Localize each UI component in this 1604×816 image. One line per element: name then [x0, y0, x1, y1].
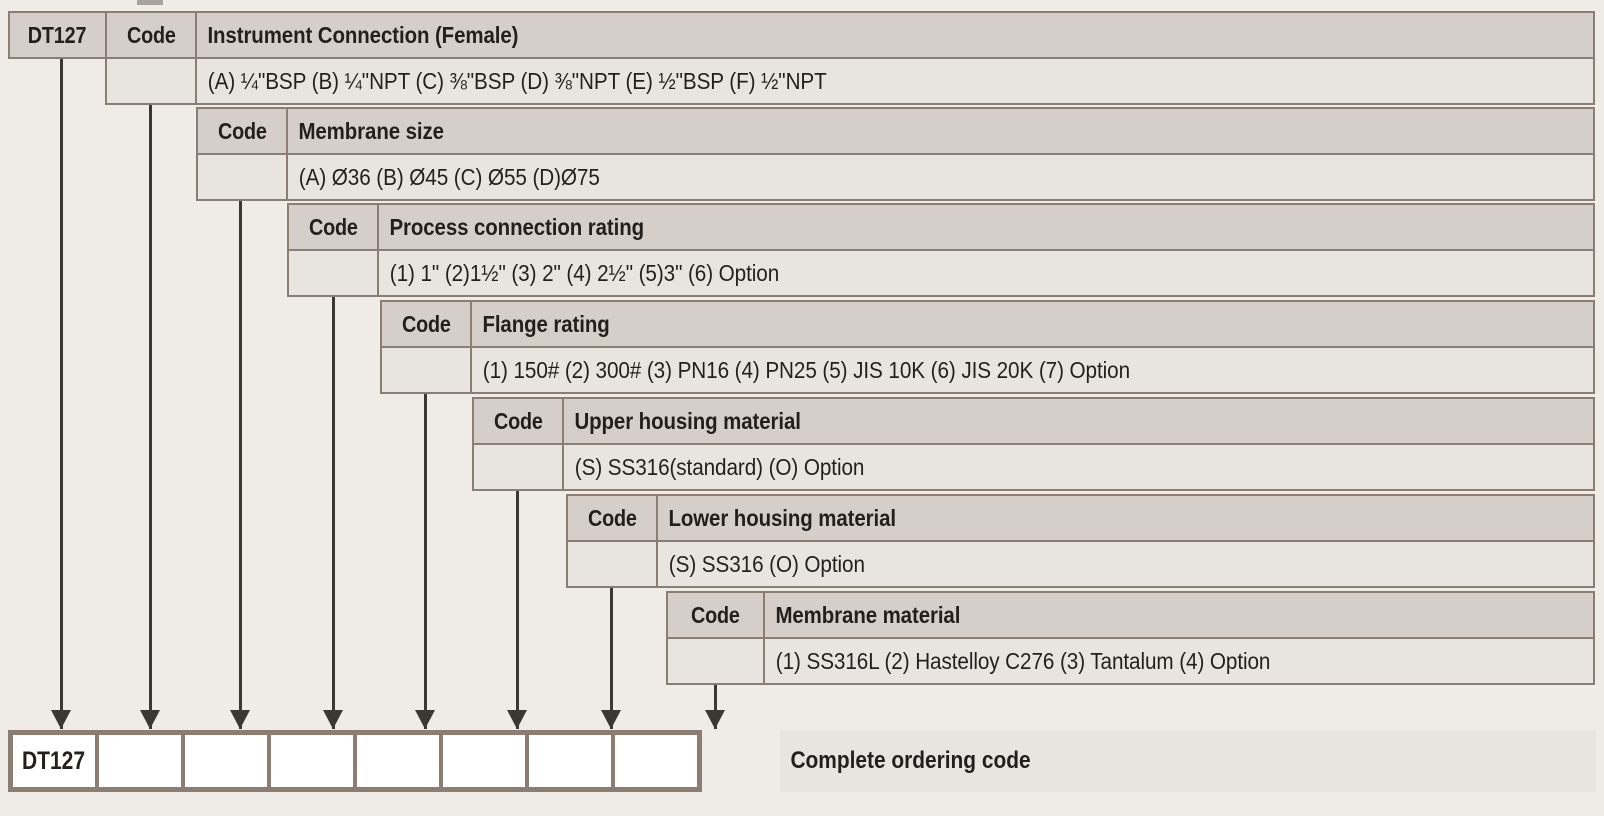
category-title-level-5: Upper housing material: [562, 397, 1595, 445]
ordering-code-bar: DT127: [8, 730, 702, 792]
connector-line-2: [149, 105, 152, 729]
connector-line-3: [239, 201, 242, 729]
model-code-label: DT127: [28, 21, 87, 48]
code-blank-level-1: [105, 57, 197, 105]
code-header-level-1: Code: [105, 11, 197, 59]
category-title-text-3: Process connection rating: [389, 213, 645, 240]
code-label-7: Code: [691, 601, 740, 628]
code-blank-level-7: [666, 637, 765, 685]
connector-line-5: [424, 394, 427, 729]
category-title-text-2: Membrane size: [298, 117, 444, 144]
code-blank-level-2: [196, 153, 288, 201]
options-row-level-1: (A) ¼"BSP (B) ¼"NPT (C) ⅜"BSP (D) ⅜"NPT …: [195, 57, 1595, 105]
ordering-box-3[interactable]: [185, 735, 267, 787]
ordering-box-7[interactable]: [529, 735, 611, 787]
options-text-2: (A) Ø36 (B) Ø45 (C) Ø55 (D)Ø75: [298, 163, 600, 190]
arrow-down-icon-6: [507, 710, 527, 729]
options-text-7: (1) SS316L (2) Hastelloy C276 (3) Tantal…: [775, 647, 1271, 674]
options-row-level-3: (1) 1" (2)1½" (3) 2" (4) 2½" (5)3" (6) O…: [377, 249, 1595, 297]
code-label-5: Code: [493, 407, 543, 434]
options-row-level-4: (1) 150# (2) 300# (3) PN16 (4) PN25 (5) …: [470, 346, 1595, 394]
ordering-box-2[interactable]: [99, 735, 181, 787]
model-code-cell: DT127: [8, 11, 107, 59]
options-text-4: (1) 150# (2) 300# (3) PN16 (4) PN25 (5) …: [482, 356, 1130, 383]
ordering-box-value-1: DT127: [22, 746, 86, 775]
complete-ordering-code-text: Complete ordering code: [790, 747, 1031, 774]
ordering-box-8[interactable]: [615, 735, 697, 787]
code-header-level-5: Code: [472, 397, 564, 445]
arrow-down-icon-3: [230, 710, 250, 729]
arrow-down-icon-2: [140, 710, 160, 729]
arrow-down-icon-5: [415, 710, 435, 729]
code-label-4: Code: [401, 310, 451, 337]
category-title-text-6: Lower housing material: [668, 504, 897, 531]
code-blank-level-6: [566, 540, 658, 588]
code-blank-level-3: [287, 249, 379, 297]
category-title-text-1: Instrument Connection (Female): [207, 21, 519, 48]
options-row-level-6: (S) SS316 (O) Option: [656, 540, 1595, 588]
category-title-level-2: Membrane size: [286, 107, 1595, 155]
arrow-down-icon-1: [51, 710, 71, 729]
category-title-text-5: Upper housing material: [574, 407, 801, 434]
code-label-3: Code: [308, 213, 358, 240]
code-blank-level-4: [380, 346, 472, 394]
options-text-1: (A) ¼"BSP (B) ¼"NPT (C) ⅜"BSP (D) ⅜"NPT …: [207, 67, 827, 94]
ordering-box-6[interactable]: [443, 735, 525, 787]
ordering-box-1[interactable]: DT127: [13, 735, 95, 787]
clipped-text-fragment: [137, 0, 163, 5]
arrow-down-icon-4: [323, 710, 343, 729]
options-text-5: (S) SS316(standard) (O) Option: [574, 453, 865, 480]
category-title-text-7: Membrane material: [775, 601, 961, 628]
connector-line-7: [610, 588, 613, 729]
connector-line-1: [60, 59, 63, 729]
options-row-level-5: (S) SS316(standard) (O) Option: [562, 443, 1595, 491]
category-title-level-7: Membrane material: [763, 591, 1595, 639]
connector-line-8: [714, 685, 717, 729]
code-header-level-6: Code: [566, 494, 658, 542]
code-label-2: Code: [217, 117, 267, 144]
connector-line-6: [516, 491, 519, 729]
connector-line-4: [332, 297, 335, 729]
ordering-box-5[interactable]: [357, 735, 439, 787]
code-header-level-2: Code: [196, 107, 288, 155]
complete-ordering-code-caption: Complete ordering code: [780, 730, 1596, 792]
code-label-1: Code: [126, 21, 176, 48]
category-title-level-1: Instrument Connection (Female): [195, 11, 1595, 59]
category-title-text-4: Flange rating: [482, 310, 610, 337]
arrow-down-icon-8: [705, 710, 725, 729]
category-title-level-4: Flange rating: [470, 300, 1595, 348]
code-header-level-4: Code: [380, 300, 472, 348]
arrow-down-icon-7: [601, 710, 621, 729]
code-blank-level-5: [472, 443, 564, 491]
category-title-level-6: Lower housing material: [656, 494, 1595, 542]
code-label-6: Code: [587, 504, 637, 531]
options-text-6: (S) SS316 (O) Option: [668, 550, 865, 577]
code-header-level-7: Code: [666, 591, 765, 639]
code-header-level-3: Code: [287, 203, 379, 251]
ordering-box-4[interactable]: [271, 735, 353, 787]
options-row-level-7: (1) SS316L (2) Hastelloy C276 (3) Tantal…: [763, 637, 1595, 685]
category-title-level-3: Process connection rating: [377, 203, 1595, 251]
options-text-3: (1) 1" (2)1½" (3) 2" (4) 2½" (5)3" (6) O…: [389, 259, 780, 286]
options-row-level-2: (A) Ø36 (B) Ø45 (C) Ø55 (D)Ø75: [286, 153, 1595, 201]
